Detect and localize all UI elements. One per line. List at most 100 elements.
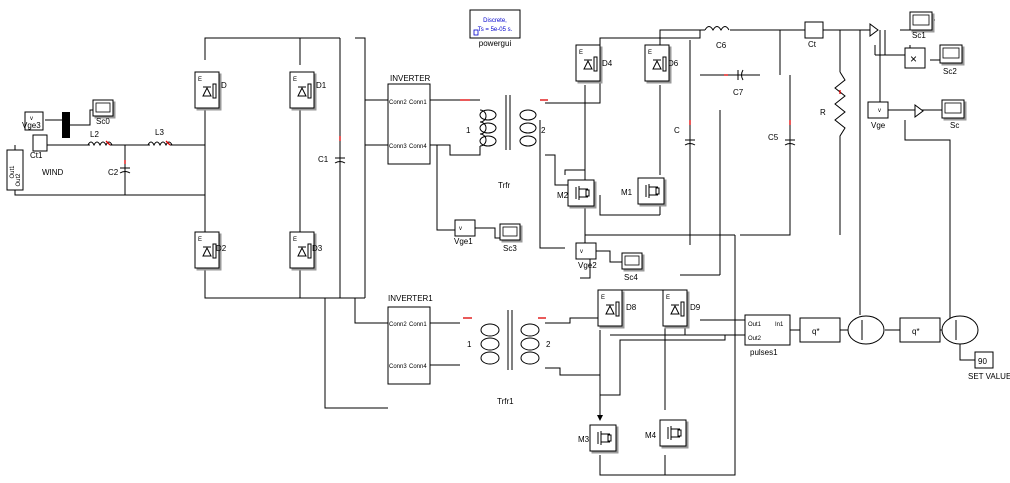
mosfet-m3[interactable]: M3: [578, 424, 617, 452]
set-value-number: 90: [978, 357, 987, 366]
inverter-label: INVERTER: [390, 74, 431, 83]
diode-label-d6: D6: [668, 59, 679, 68]
trfr-label: Trfr: [498, 181, 510, 190]
scope-sc[interactable]: Sc: [941, 99, 965, 130]
inverter-port-conn2: Conn2: [389, 100, 407, 106]
c6-label: C6: [716, 41, 727, 50]
wind-source[interactable]: Out1 Out2 WIND: [6, 149, 64, 191]
pulses-block[interactable]: Out1 Out2 In1 pulses1: [744, 314, 791, 357]
diode-label-d1: D1: [316, 81, 327, 90]
vge-meter[interactable]: v Vge: [867, 101, 889, 130]
powergui-text-1: Discrete,: [483, 18, 507, 24]
diode-d8[interactable]: E D8: [597, 289, 637, 327]
diode-d4[interactable]: ED4: [575, 44, 613, 82]
sum-block-2[interactable]: [941, 315, 979, 345]
c7-label: C7: [733, 88, 744, 97]
mosfet-label-m3: M3: [578, 435, 590, 444]
l2-label: L2: [90, 130, 99, 139]
mosfet-m1[interactable]: M1: [621, 177, 665, 205]
ct1-label: Ct1: [30, 151, 43, 160]
c1-label: C1: [318, 155, 329, 164]
sc-label: Sc: [950, 121, 959, 130]
inverter-port-conn3: Conn3: [389, 144, 407, 150]
mosfet-label-m1: M1: [621, 188, 633, 197]
powergui-block[interactable]: Discrete, Ts = 5e-05 s. powergui: [469, 9, 521, 48]
ct-label: Ct: [808, 40, 817, 49]
inverter1-block[interactable]: INVERTER1 Conn2 Conn1 Conn3 Conn4: [387, 294, 433, 385]
vge3-meter[interactable]: v Vge3: [22, 111, 44, 131]
c-label: C: [674, 126, 680, 135]
diode-label-d8: D8: [626, 303, 637, 312]
wires: [14, 19, 975, 476]
diode-d2[interactable]: ED2: [194, 231, 227, 269]
inverter1-port-conn1: Conn1: [409, 322, 427, 328]
quantizer-block-1[interactable]: q*: [799, 317, 841, 343]
vge2-v-glyph: v: [580, 249, 583, 255]
diode-e-glyph: E: [198, 77, 202, 83]
source-out1: Out1: [10, 165, 16, 179]
diode-d3[interactable]: ED3: [289, 231, 323, 269]
ct1-meter[interactable]: Ct1: [30, 134, 48, 160]
q1-label: q*: [812, 327, 820, 336]
mosfet-m4[interactable]: M4: [645, 419, 687, 447]
ct-meter[interactable]: Ct: [804, 21, 824, 49]
mosfet-label-m4: M4: [645, 431, 657, 440]
diode-e-glyph: E: [666, 295, 670, 301]
capacitor-c1: C1: [318, 136, 346, 164]
inverter-port-conn4: Conn4: [409, 144, 427, 150]
scope-sc1[interactable]: Sc1: [909, 11, 933, 40]
diode-label-d4: D4: [602, 59, 613, 68]
transformer-trfr1[interactable]: 1 2 Trfr1: [463, 310, 551, 406]
capacitor-c2: C2: [108, 160, 131, 177]
diode-label-d2: D2: [216, 244, 227, 253]
q2-label: q*: [912, 327, 920, 336]
set-value-block[interactable]: 90 SET VALUE: [968, 351, 1010, 381]
sc2-label: Sc2: [943, 67, 957, 76]
diode-d1[interactable]: E D1: [289, 71, 327, 109]
diode-d9[interactable]: E D9: [662, 289, 701, 327]
diode-label-d3: D3: [312, 244, 323, 253]
capacitor-c5: C5: [768, 120, 796, 146]
diode-e-glyph: E: [601, 295, 605, 301]
sc1-label: Sc1: [912, 31, 926, 40]
scope-sc0[interactable]: Sc0: [92, 99, 114, 126]
product-glyph: ×: [910, 52, 917, 66]
diode-label-d9: D9: [690, 303, 701, 312]
trfr1-w2: 2: [546, 340, 551, 349]
vge3-label: Vge3: [22, 121, 41, 130]
set-value-label: SET VALUE: [968, 372, 1010, 381]
inverter-port-conn1: Conn1: [409, 100, 427, 106]
scope-sc3[interactable]: Sc3: [499, 223, 521, 253]
transformer-trfr[interactable]: 1 2 Trfr: [460, 95, 548, 190]
quantizer-block-2[interactable]: q*: [899, 317, 941, 343]
diode-d[interactable]: ED: [194, 71, 227, 109]
pulses-out1: Out1: [748, 322, 762, 328]
vge1-v-glyph: v: [459, 226, 462, 232]
vge-v-glyph: v: [878, 108, 881, 114]
scope-sc4[interactable]: Sc4: [621, 252, 643, 282]
source-out2: Out2: [16, 173, 22, 187]
vge1-meter[interactable]: v Vge1: [454, 219, 476, 246]
product-block[interactable]: ×: [904, 47, 926, 69]
inverter1-port-conn2: Conn2: [389, 322, 407, 328]
powergui-text-2: Ts = 5e-05 s.: [478, 27, 513, 33]
mux-bar: [62, 112, 70, 138]
vge-label: Vge: [871, 121, 886, 130]
resistor-r: R: [820, 71, 846, 140]
diode-d6[interactable]: ED6: [644, 44, 679, 82]
inverter-block[interactable]: INVERTER Conn2 Conn1 Conn3 Conn4: [387, 74, 431, 165]
diode-e-glyph: E: [293, 77, 297, 83]
mosfet-m2[interactable]: M2: [557, 179, 595, 207]
pulses-in1: In1: [775, 322, 784, 328]
diode-label-d: D: [221, 81, 227, 90]
trfr-w2: 2: [541, 126, 546, 135]
vge2-label: Vge2: [578, 261, 597, 270]
sum-block-1[interactable]: [847, 315, 885, 345]
capacitor-c7: C7: [724, 69, 744, 97]
scope-sc2[interactable]: Sc2: [939, 44, 963, 76]
trfr1-w1: 1: [467, 340, 472, 349]
vge2-meter[interactable]: v Vge2: [575, 242, 597, 270]
trfr1-label: Trfr1: [497, 397, 514, 406]
powergui-label: powergui: [479, 39, 512, 48]
